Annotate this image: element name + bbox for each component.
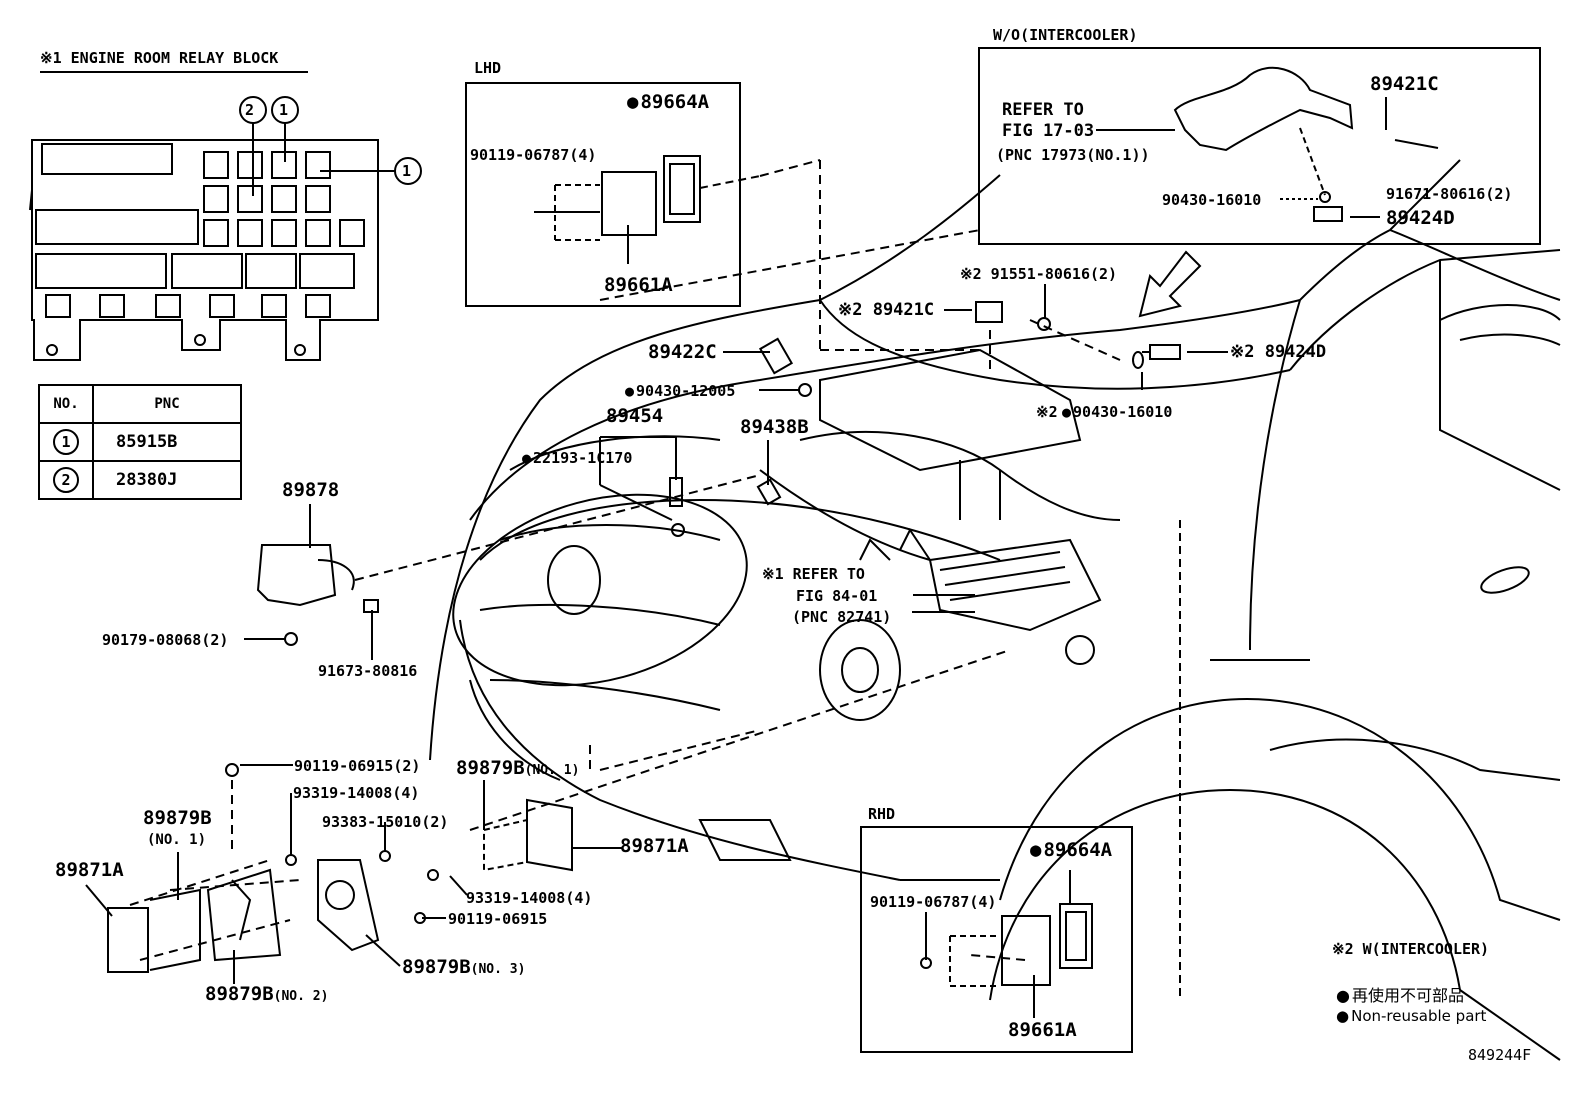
wo-refer-line-3: (PNC 17973(NO.1)) (996, 146, 1150, 164)
part-93319-14008-b[interactable]: 93319-14008(4) (466, 889, 593, 907)
table-cell-pnc: 85915B (92, 422, 242, 462)
part-90119-06915-2[interactable]: 90119-06915(2) (294, 757, 421, 775)
rhd-box (860, 826, 1133, 1053)
part-22193-1c170[interactable]: 22193-1C170 (522, 448, 632, 468)
refer-line-3: (PNC 82741) (792, 608, 892, 626)
pnc-table: NO. PNC 1 85915B 2 28380J (38, 384, 242, 500)
relay-callout-1-right: 1 (402, 162, 412, 180)
part-89878[interactable]: 89878 (282, 479, 340, 501)
part-89879b-no1-right[interactable]: 89879B(NO. 1) (456, 758, 579, 781)
part-89879b-no2-number: 89879B (205, 983, 274, 1005)
part-89871a-left[interactable]: 89871A (55, 859, 124, 881)
lhd-title: LHD (474, 59, 502, 77)
table-cell-no: 2 (53, 467, 79, 493)
table-row: 2 28380J (38, 460, 242, 500)
rhd-part-89664a[interactable]: 89664A (1030, 840, 1112, 860)
table-cell-no: 1 (53, 429, 79, 455)
part-90430-16010[interactable]: 90430-16010 (1062, 402, 1172, 422)
table-header-pnc: PNC (92, 384, 242, 424)
part-89879b-no2-suffix: (NO. 2) (273, 989, 329, 1004)
part-90430-12005[interactable]: 90430-12005 (625, 381, 735, 401)
wo-part-91671-80616[interactable]: 91671-80616(2) (1386, 185, 1513, 203)
wo-refer-line-1: REFER TO (1002, 100, 1084, 120)
part-91673-80816[interactable]: 91673-80816 (318, 662, 418, 680)
part-91551-80616[interactable]: ※2 91551-80616(2) (960, 265, 1118, 283)
part-90179-08068[interactable]: 90179-08068(2) (102, 631, 229, 649)
rhd-part-90119-06787[interactable]: 90119-06787(4) (870, 893, 997, 911)
relay-block-drawing (29, 96, 422, 361)
part-93319-14008-a[interactable]: 93319-14008(4) (293, 784, 420, 802)
part-89422c[interactable]: 89422C (648, 341, 717, 363)
wo-part-90430-16010[interactable]: 90430-16010 (1162, 191, 1262, 209)
part-93383-15010[interactable]: 93383-15010(2) (322, 813, 449, 831)
legend-jp: 再使用不可部品 (1336, 982, 1464, 1006)
part-89871a-right[interactable]: 89871A (620, 835, 689, 857)
lhd-part-89664a[interactable]: 89664A (627, 92, 709, 112)
wo-refer-line-2: FIG 17-03 (1002, 121, 1095, 141)
part-89879b-no1-left[interactable]: 89879B (143, 807, 212, 829)
part-89879b-no1-left-suffix: (NO. 1) (147, 832, 207, 848)
dashed-lines (129, 159, 1121, 961)
small-parts-drawing (107, 301, 1181, 1018)
table-header-no: NO. (38, 384, 94, 424)
lhd-box (465, 82, 741, 307)
relay-callout-1-top: 1 (279, 101, 289, 119)
lhd-part-90119-06787[interactable]: 90119-06787(4) (470, 146, 597, 164)
refer-line-1: ※1 REFER TO (762, 565, 865, 583)
wo-intercooler-box (978, 47, 1541, 245)
part-89879b-no2[interactable]: 89879B(NO. 2) (205, 984, 328, 1007)
part-90119-06915[interactable]: 90119-06915 (448, 910, 548, 928)
relay-block-title: ※1 ENGINE ROOM RELAY BLOCK (40, 49, 279, 67)
lhd-part-89661a[interactable]: 89661A (604, 274, 673, 296)
part-90430-16010-note: ※2 (1036, 403, 1058, 421)
arrow-drawing (1138, 250, 1202, 318)
wo-part-89424d[interactable]: 89424D (1386, 207, 1455, 229)
leader-lines (85, 284, 1228, 984)
vehicle-drawing (429, 159, 1561, 1061)
part-89879b-no1-right-suffix: (NO. 1) (524, 763, 580, 778)
wo-part-89421c[interactable]: 89421C (1370, 73, 1439, 95)
part-89879b-no3[interactable]: 89879B(NO. 3) (402, 957, 525, 980)
part-89454[interactable]: 89454 (606, 405, 664, 427)
part-89879b-no3-number: 89879B (402, 956, 471, 978)
table-cell-pnc: 28380J (92, 460, 242, 500)
legend-note-2: ※2 W(INTERCOOLER) (1332, 940, 1490, 958)
part-89421c[interactable]: ※2 89421C (838, 300, 935, 320)
intercooler-pipe-drawing (1096, 66, 1439, 222)
legend-en: Non-reusable part (1336, 1007, 1486, 1025)
part-89879b-no1-right-number: 89879B (456, 757, 525, 779)
refer-line-2: FIG 84-01 (796, 587, 878, 605)
figure-id: 849244F (1468, 1046, 1532, 1064)
part-89424d[interactable]: ※2 89424D (1230, 342, 1327, 362)
rhd-part-89661a[interactable]: 89661A (1008, 1019, 1077, 1041)
part-89879b-no3-suffix: (NO. 3) (470, 962, 526, 977)
table-row: 1 85915B (38, 422, 242, 462)
relay-callout-2: 2 (245, 101, 255, 119)
rhd-title: RHD (868, 805, 896, 823)
wo-intercooler-title: W/O(INTERCOOLER) (993, 26, 1138, 44)
part-89438b[interactable]: 89438B (740, 416, 809, 438)
lhd-ecu-drawing (534, 155, 761, 264)
